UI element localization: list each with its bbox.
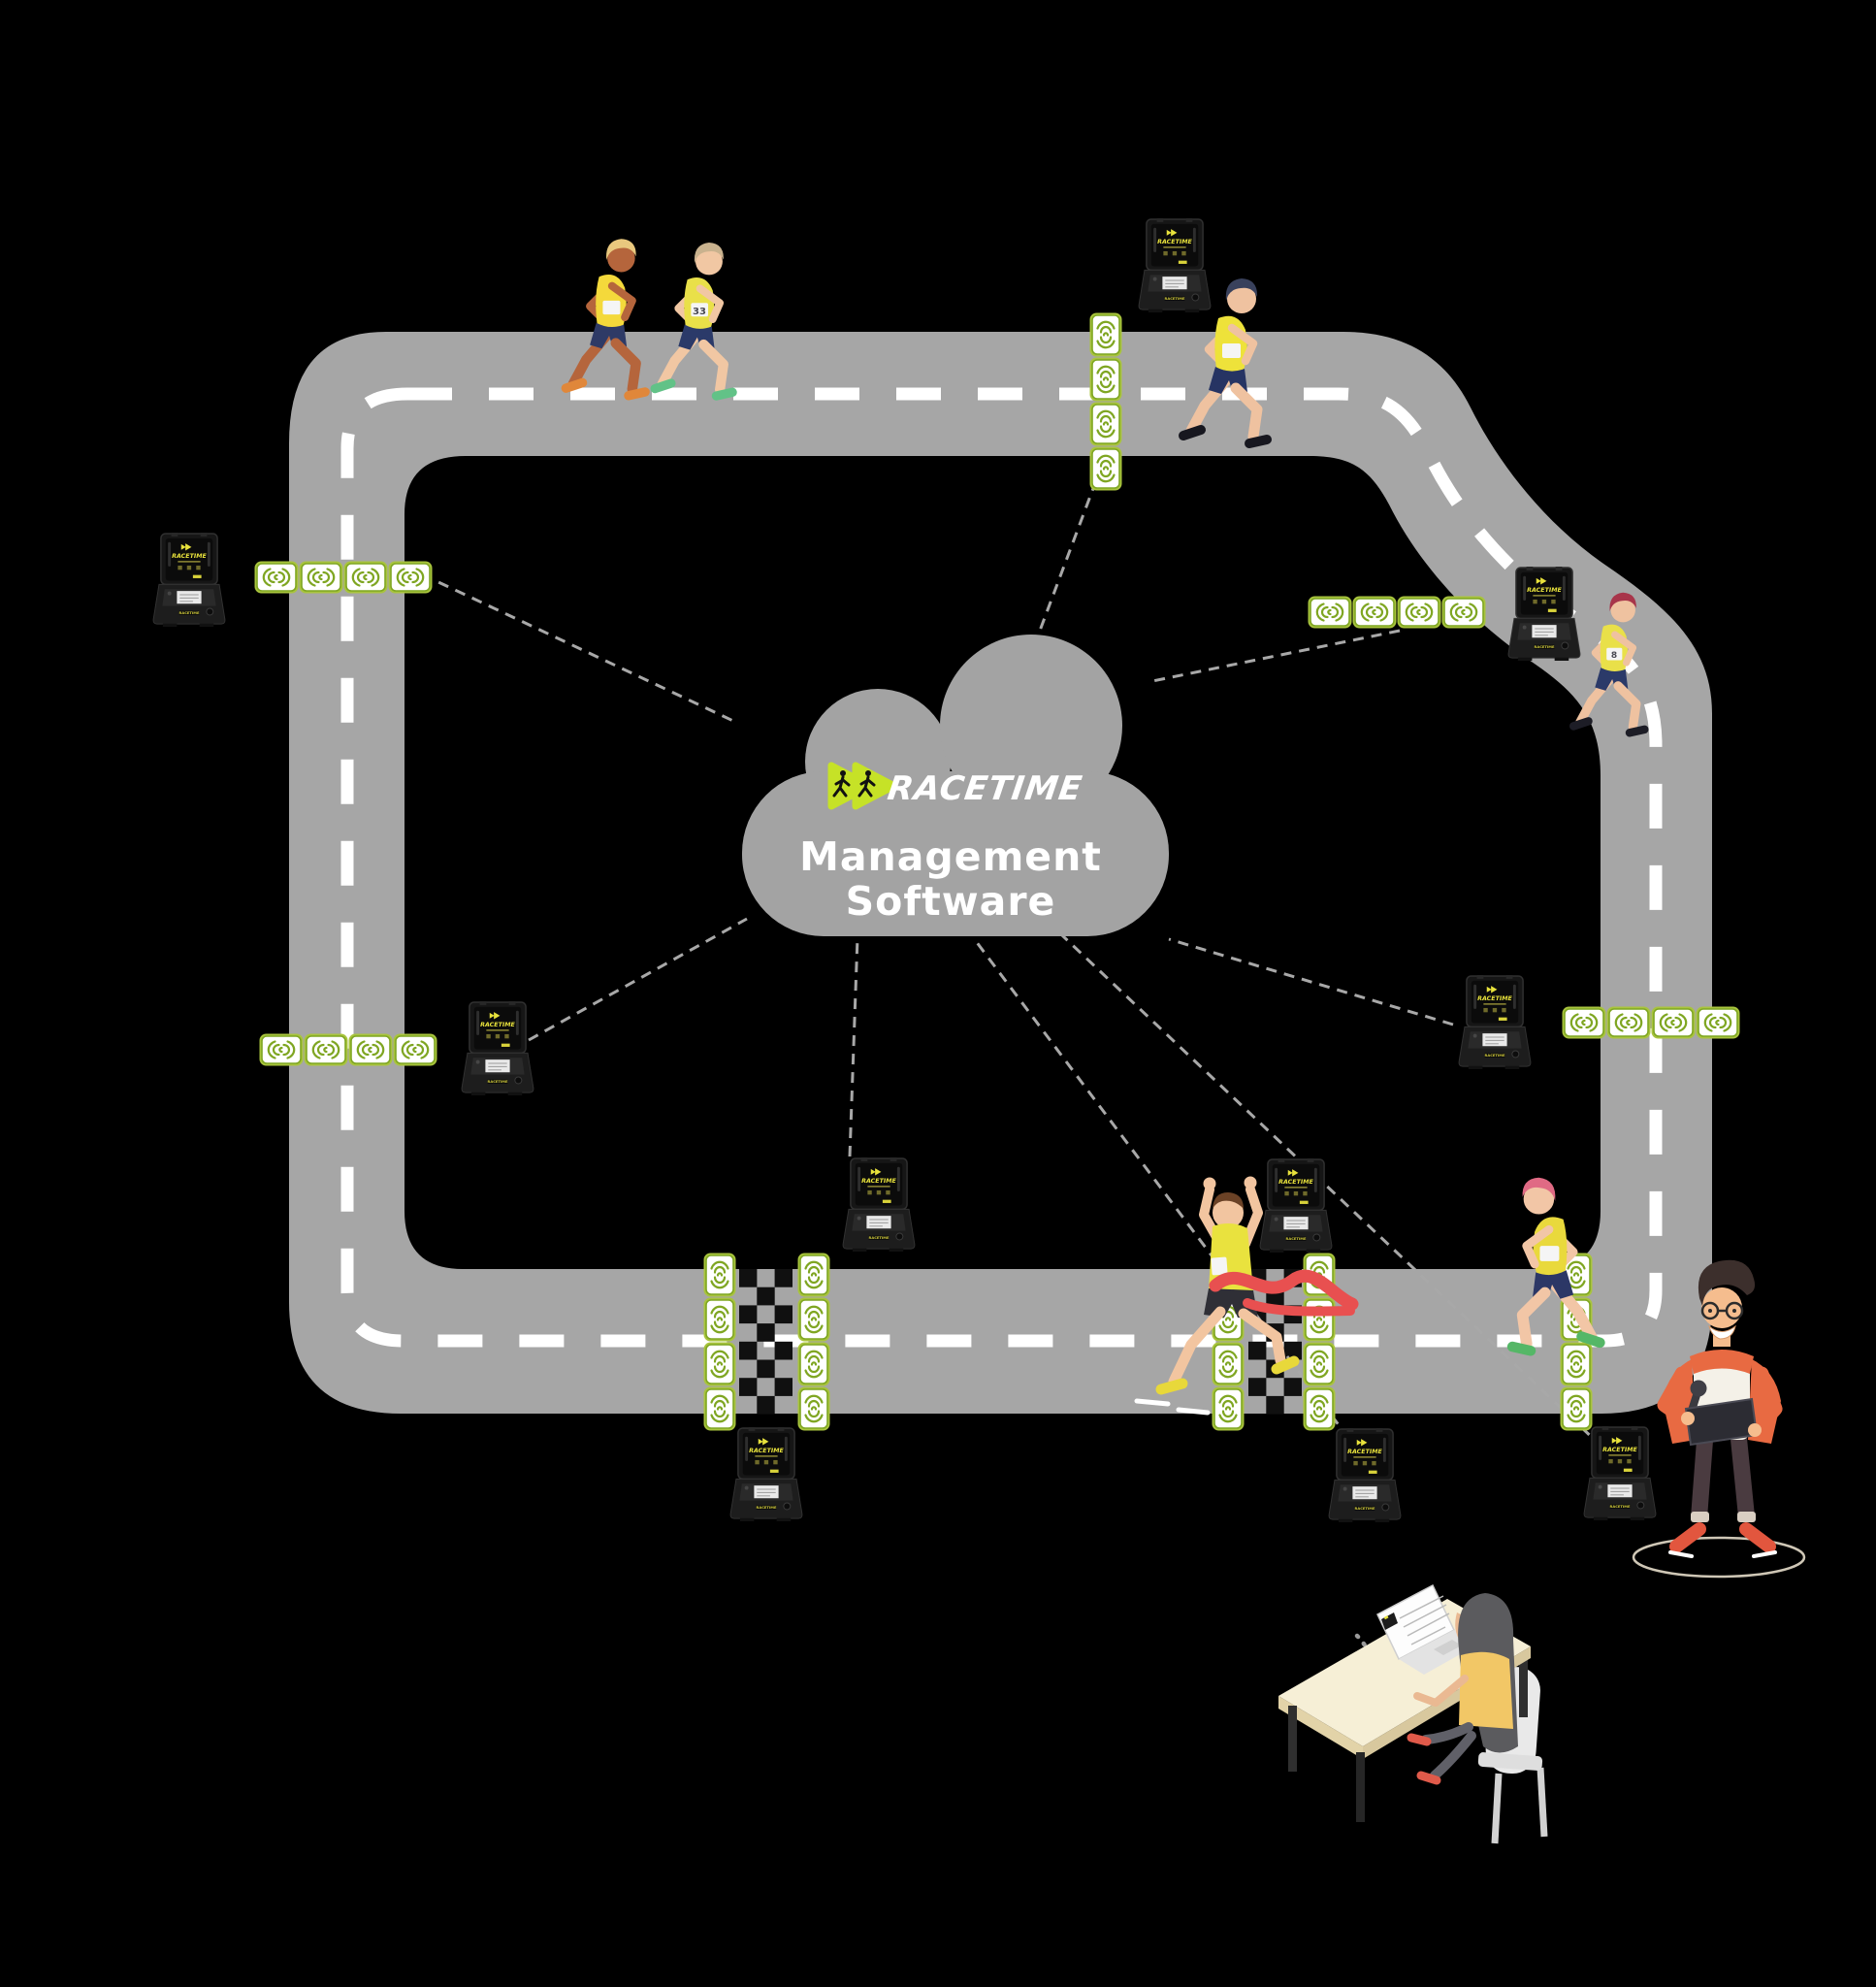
runners: 33 8 [566, 239, 1645, 1416]
connection-line [971, 936, 1362, 1454]
bib-number: 8 [1611, 651, 1617, 661]
hair [1698, 1259, 1756, 1306]
racetime-logo [827, 762, 898, 810]
timing-device-finish-right-top [1259, 1158, 1333, 1253]
timing-device-left [152, 533, 226, 627]
timing-device-right-middle [1458, 975, 1532, 1069]
timing-device-finish-left-bottom [729, 1427, 803, 1521]
bib-number: 33 [693, 307, 706, 317]
shadow [1632, 1536, 1806, 1579]
finish-line-checker-left [739, 1269, 792, 1415]
desk-leg [1288, 1706, 1297, 1772]
reporter-with-tablet [1632, 1259, 1806, 1579]
timing-device-finish-left-top [842, 1157, 916, 1252]
operator-woman [1407, 1593, 1518, 1785]
connection-line [1151, 629, 1401, 683]
cloud-brand-text: RACETIME [886, 769, 1085, 808]
timing-device-finish-right-bottom [1328, 1428, 1402, 1522]
connection-line [1168, 937, 1454, 1026]
cloud-title-line1: Management [799, 833, 1102, 880]
management-software-cloud: RACETIME Management Software [742, 635, 1169, 936]
connection-line [421, 572, 736, 724]
chair-seat [1477, 1752, 1543, 1771]
desk-leg [1519, 1655, 1528, 1717]
desk-leg [1356, 1752, 1365, 1822]
motion-dashes [1134, 1398, 1211, 1416]
timing-device-right [1507, 567, 1581, 661]
timing-device-left-middle [461, 1001, 534, 1095]
connection-line [528, 917, 748, 1042]
operator-desk-scene [1278, 1583, 1548, 1844]
timing-device-bottom-right [1583, 1426, 1657, 1520]
glasses [1700, 1301, 1744, 1320]
finish-ribbon [1209, 1269, 1359, 1317]
cloud-title-line2: Software [846, 878, 1056, 925]
timing-device-top [1138, 218, 1212, 312]
runner-silhouettes [832, 770, 876, 798]
road-center-line [340, 387, 1663, 1348]
